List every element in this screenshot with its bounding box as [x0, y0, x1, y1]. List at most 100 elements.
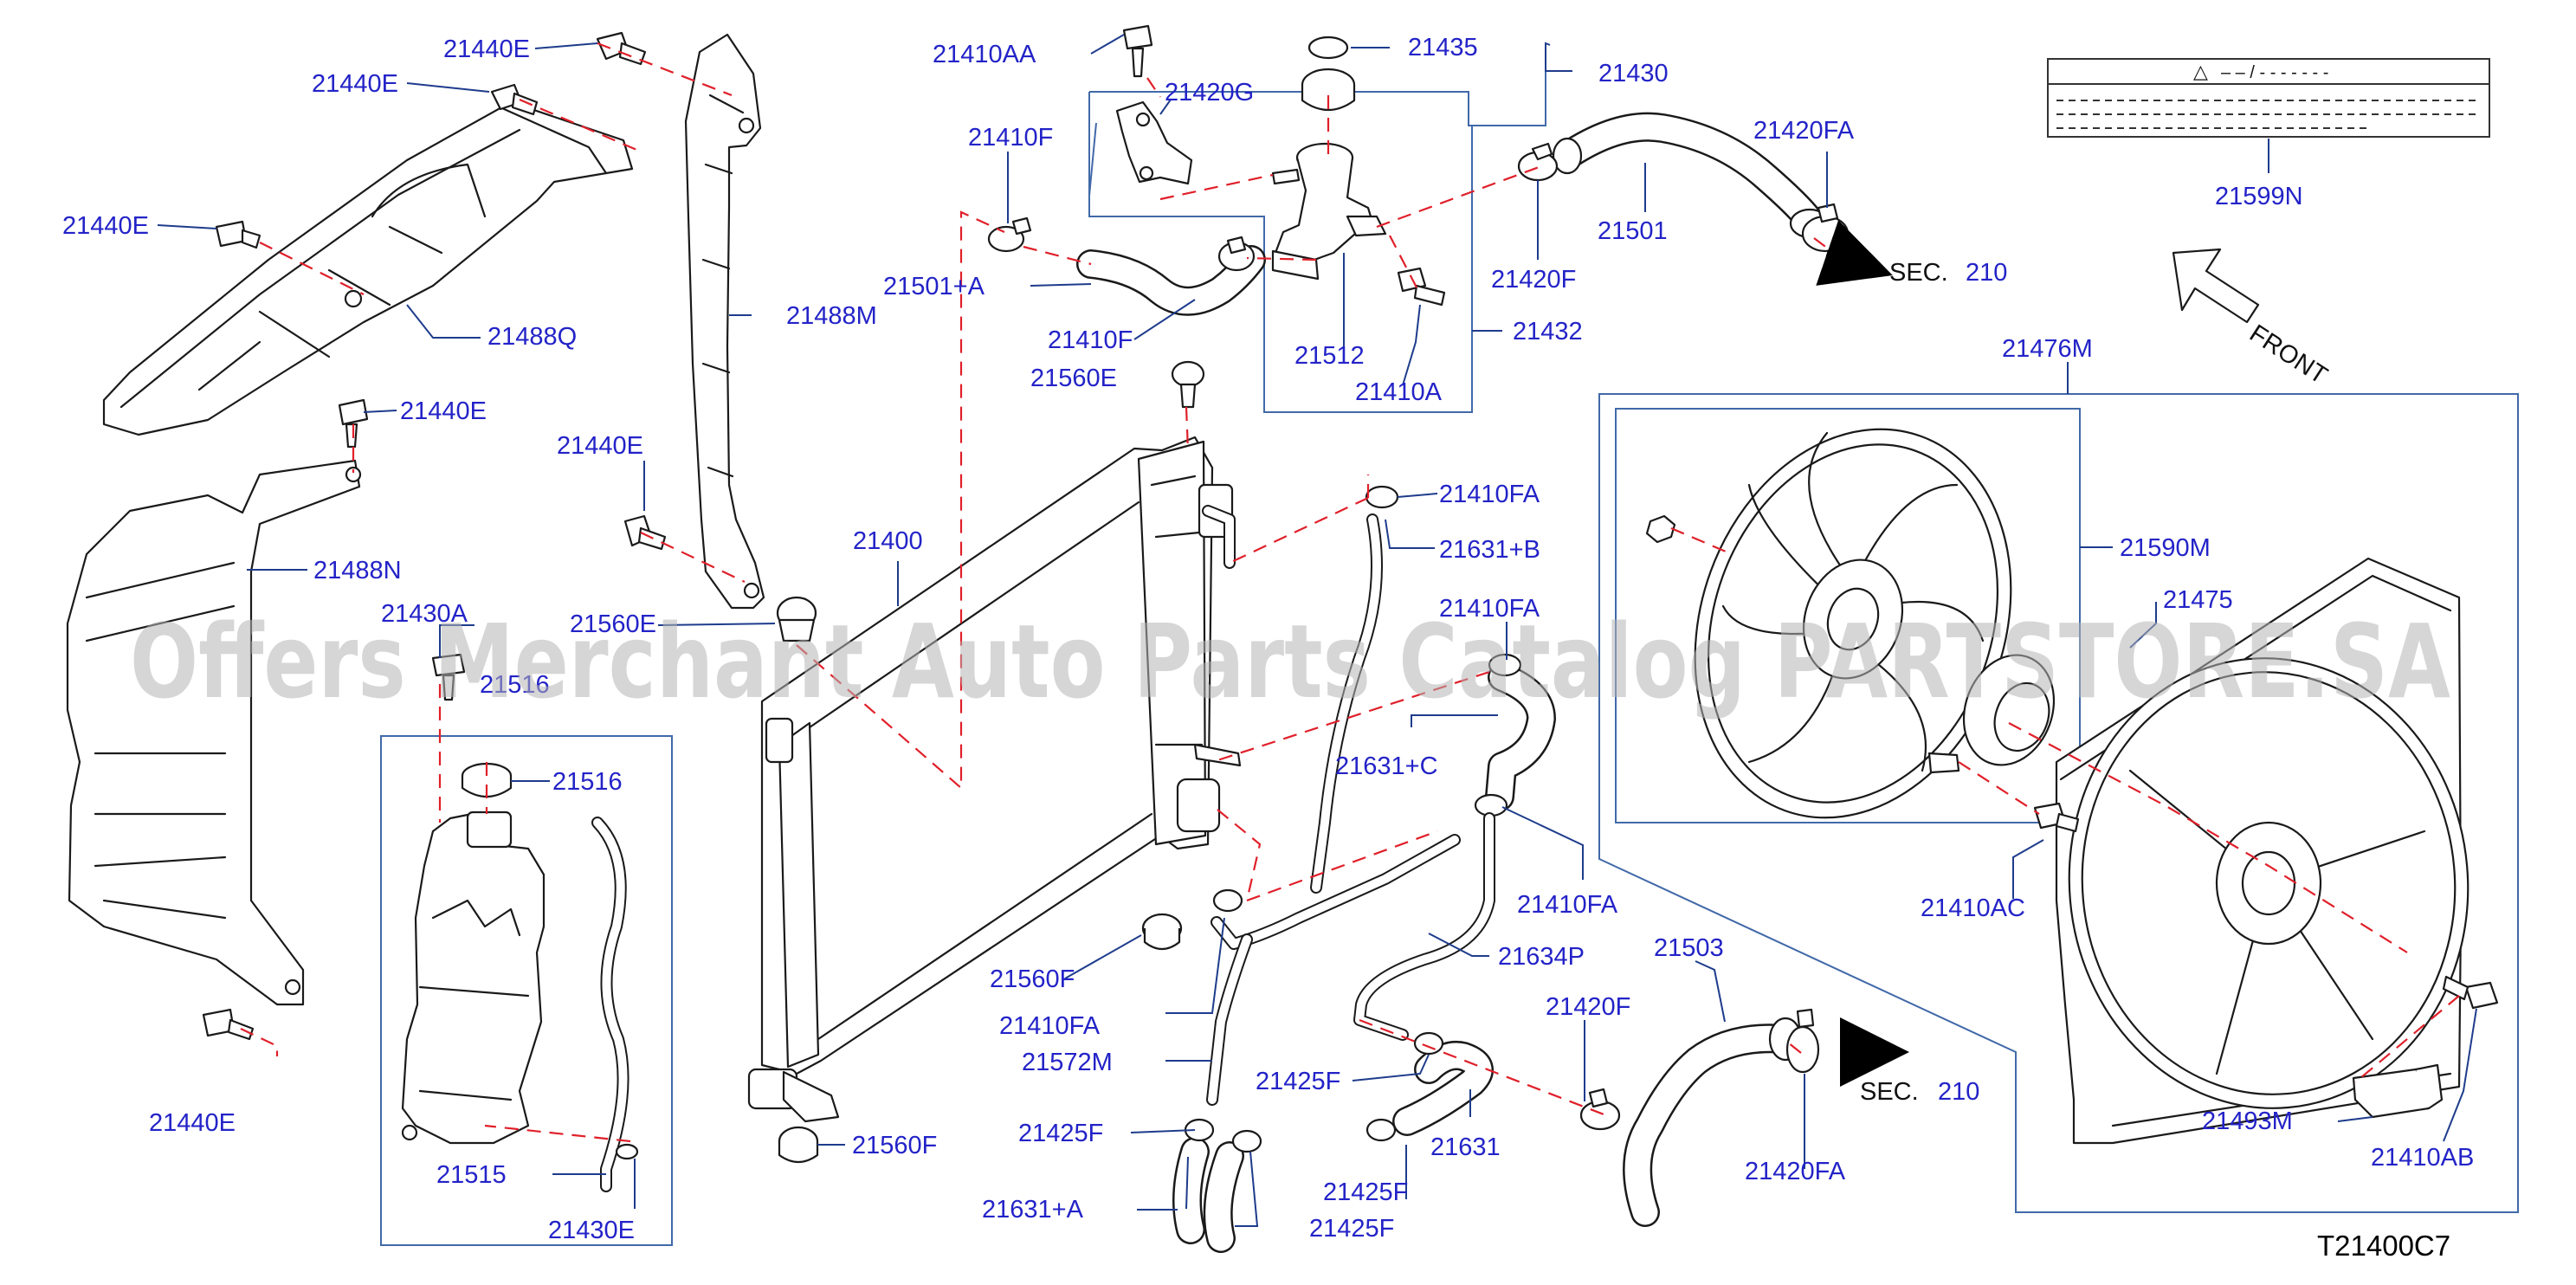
clamp-21425F-1: [1413, 1031, 1444, 1056]
fan-motor: [1927, 654, 2056, 774]
section-ref-upper: SEC. 210: [1816, 220, 2007, 287]
clamp-21410FA-2: [1488, 653, 1522, 677]
part-label: 21410FA: [999, 1012, 1101, 1040]
part-label: 21501: [1598, 217, 1668, 245]
part-label: 21440E: [557, 432, 643, 460]
part-label: 21410AA: [933, 41, 1036, 68]
hose-clamp-21430E: [615, 1143, 639, 1160]
part-label: 21516: [552, 768, 623, 796]
part-labels: 21440E 21440E 21440E 21488Q 21440E 21488…: [62, 34, 2474, 1244]
part-label: 21410AB: [2371, 1144, 2474, 1172]
radiator-mount-21560F-right: [1141, 913, 1183, 951]
note-label-text: – – / - - - - - - -: [2221, 63, 2328, 82]
part-label: 21410A: [1355, 378, 1443, 406]
part-label: 21512: [1294, 342, 1365, 370]
part-label: 21420F: [1546, 993, 1630, 1021]
bracket-21420G: [1115, 100, 1193, 185]
part-label: 21440E: [149, 1109, 236, 1137]
clip-21440E-3: [215, 220, 261, 249]
part-label: 21440E: [312, 70, 398, 98]
clamp-21410F-right: [1217, 236, 1256, 272]
part-label: 21440E: [443, 36, 530, 63]
part-label: 21410FA: [1517, 891, 1618, 919]
filler-neck-21512: [1271, 142, 1387, 281]
part-label: 21501+A: [883, 273, 985, 300]
reservoir-tank-21515: [401, 810, 546, 1145]
catalog-code: T21400C7: [2317, 1230, 2450, 1262]
clamp-21425F-4: [1231, 1129, 1262, 1153]
part-label: 21432: [1513, 318, 1583, 345]
part-label: 21560E: [1030, 365, 1117, 392]
part-label: 21425F: [1323, 1178, 1408, 1206]
clamp-21410FA-4: [1212, 888, 1243, 913]
clamp-21410FA-1: [1365, 485, 1399, 509]
filler-cap-21435: [1307, 36, 1349, 60]
part-label: 21560E: [570, 610, 656, 638]
part-label: 21420FA: [1745, 1158, 1846, 1185]
part-label: 21599N: [2215, 183, 2303, 210]
sec-num: 210: [1966, 259, 2007, 287]
part-label: 21590M: [2120, 534, 2211, 562]
sec-prefix: SEC.: [1860, 1078, 1919, 1106]
fan-nut: [1645, 514, 1676, 544]
part-label: 21631+A: [982, 1196, 1084, 1224]
front-arrow: FRONT: [2172, 248, 2333, 390]
part-label: 21435: [1408, 34, 1478, 61]
clamp-21410F-left: [987, 216, 1032, 253]
part-label: 21516: [480, 671, 550, 699]
fan-motor-group-box: [1615, 408, 2081, 823]
air-duct-21488Q: [102, 100, 634, 436]
part-label: 21488Q: [487, 323, 577, 351]
clamp-21420FA-lower: [1785, 1008, 1820, 1074]
assembly-guides: [240, 42, 2460, 1143]
section-ref-lower: SEC. 210: [1840, 1017, 1979, 1106]
clip-21440E-2: [490, 83, 539, 116]
sec-num: 210: [1938, 1078, 1979, 1106]
part-label: 21430: [1598, 60, 1669, 87]
part-label: 21503: [1654, 934, 1724, 962]
part-label: 21634P: [1498, 943, 1585, 971]
resistor-21493M: [2352, 1063, 2444, 1119]
part-label: 21425F: [1018, 1120, 1103, 1147]
bolt-21410AB: [2442, 975, 2499, 1010]
part-label: 21410FA: [1439, 481, 1540, 508]
note-label-symbol: △: [2193, 61, 2208, 83]
clip-21440E-4: [338, 398, 369, 449]
fan-shroud-21475: [2055, 557, 2469, 1145]
part-label: 21400: [853, 527, 923, 555]
part-label: 21631+B: [1439, 536, 1540, 564]
part-label: 21430E: [548, 1217, 635, 1244]
part-label: 21420F: [1491, 266, 1576, 294]
clamp-21420F-lower: [1579, 1088, 1621, 1131]
part-label: 21572M: [1022, 1049, 1113, 1076]
part-label: 21631: [1430, 1133, 1501, 1161]
part-label: 21410F: [1048, 326, 1133, 354]
front-label: FRONT: [2244, 320, 2332, 390]
clip-21440E-6: [202, 1008, 255, 1041]
part-label: 21420G: [1165, 79, 1254, 107]
part-label: 21410AC: [1921, 894, 2025, 922]
part-label: 21425F: [1309, 1215, 1394, 1243]
part-label: 21493M: [2202, 1107, 2293, 1135]
air-duct-21488N: [66, 459, 362, 1006]
part-label: 21560F: [990, 965, 1075, 993]
clip-21440E-5: [623, 514, 667, 551]
bolt-21410A: [1397, 267, 1446, 307]
part-label: 21475: [2163, 586, 2233, 614]
clamp-21420F-upper: [1517, 142, 1559, 182]
part-label: 21425F: [1256, 1068, 1340, 1095]
reservoir-group-box: [380, 735, 673, 1246]
clip-21440E-1: [596, 31, 647, 66]
part-label: 21410FA: [1439, 595, 1540, 623]
fan-shroud-group-box: [1598, 393, 2519, 1213]
leader-lines: [157, 34, 2477, 1227]
cooling-fan-21590M: [1694, 428, 2012, 819]
bolt-21410AC: [2033, 802, 2080, 833]
radiator-mount-21560F-bottom: [778, 1126, 819, 1164]
radiator-mount-21560E: [776, 596, 817, 642]
caution-label-21599N: △ – – / - - - - - - -: [2047, 58, 2490, 138]
reservoir-bolt-21430A: [431, 653, 466, 701]
part-label: 21515: [436, 1161, 507, 1189]
part-label: 21488N: [313, 557, 402, 584]
